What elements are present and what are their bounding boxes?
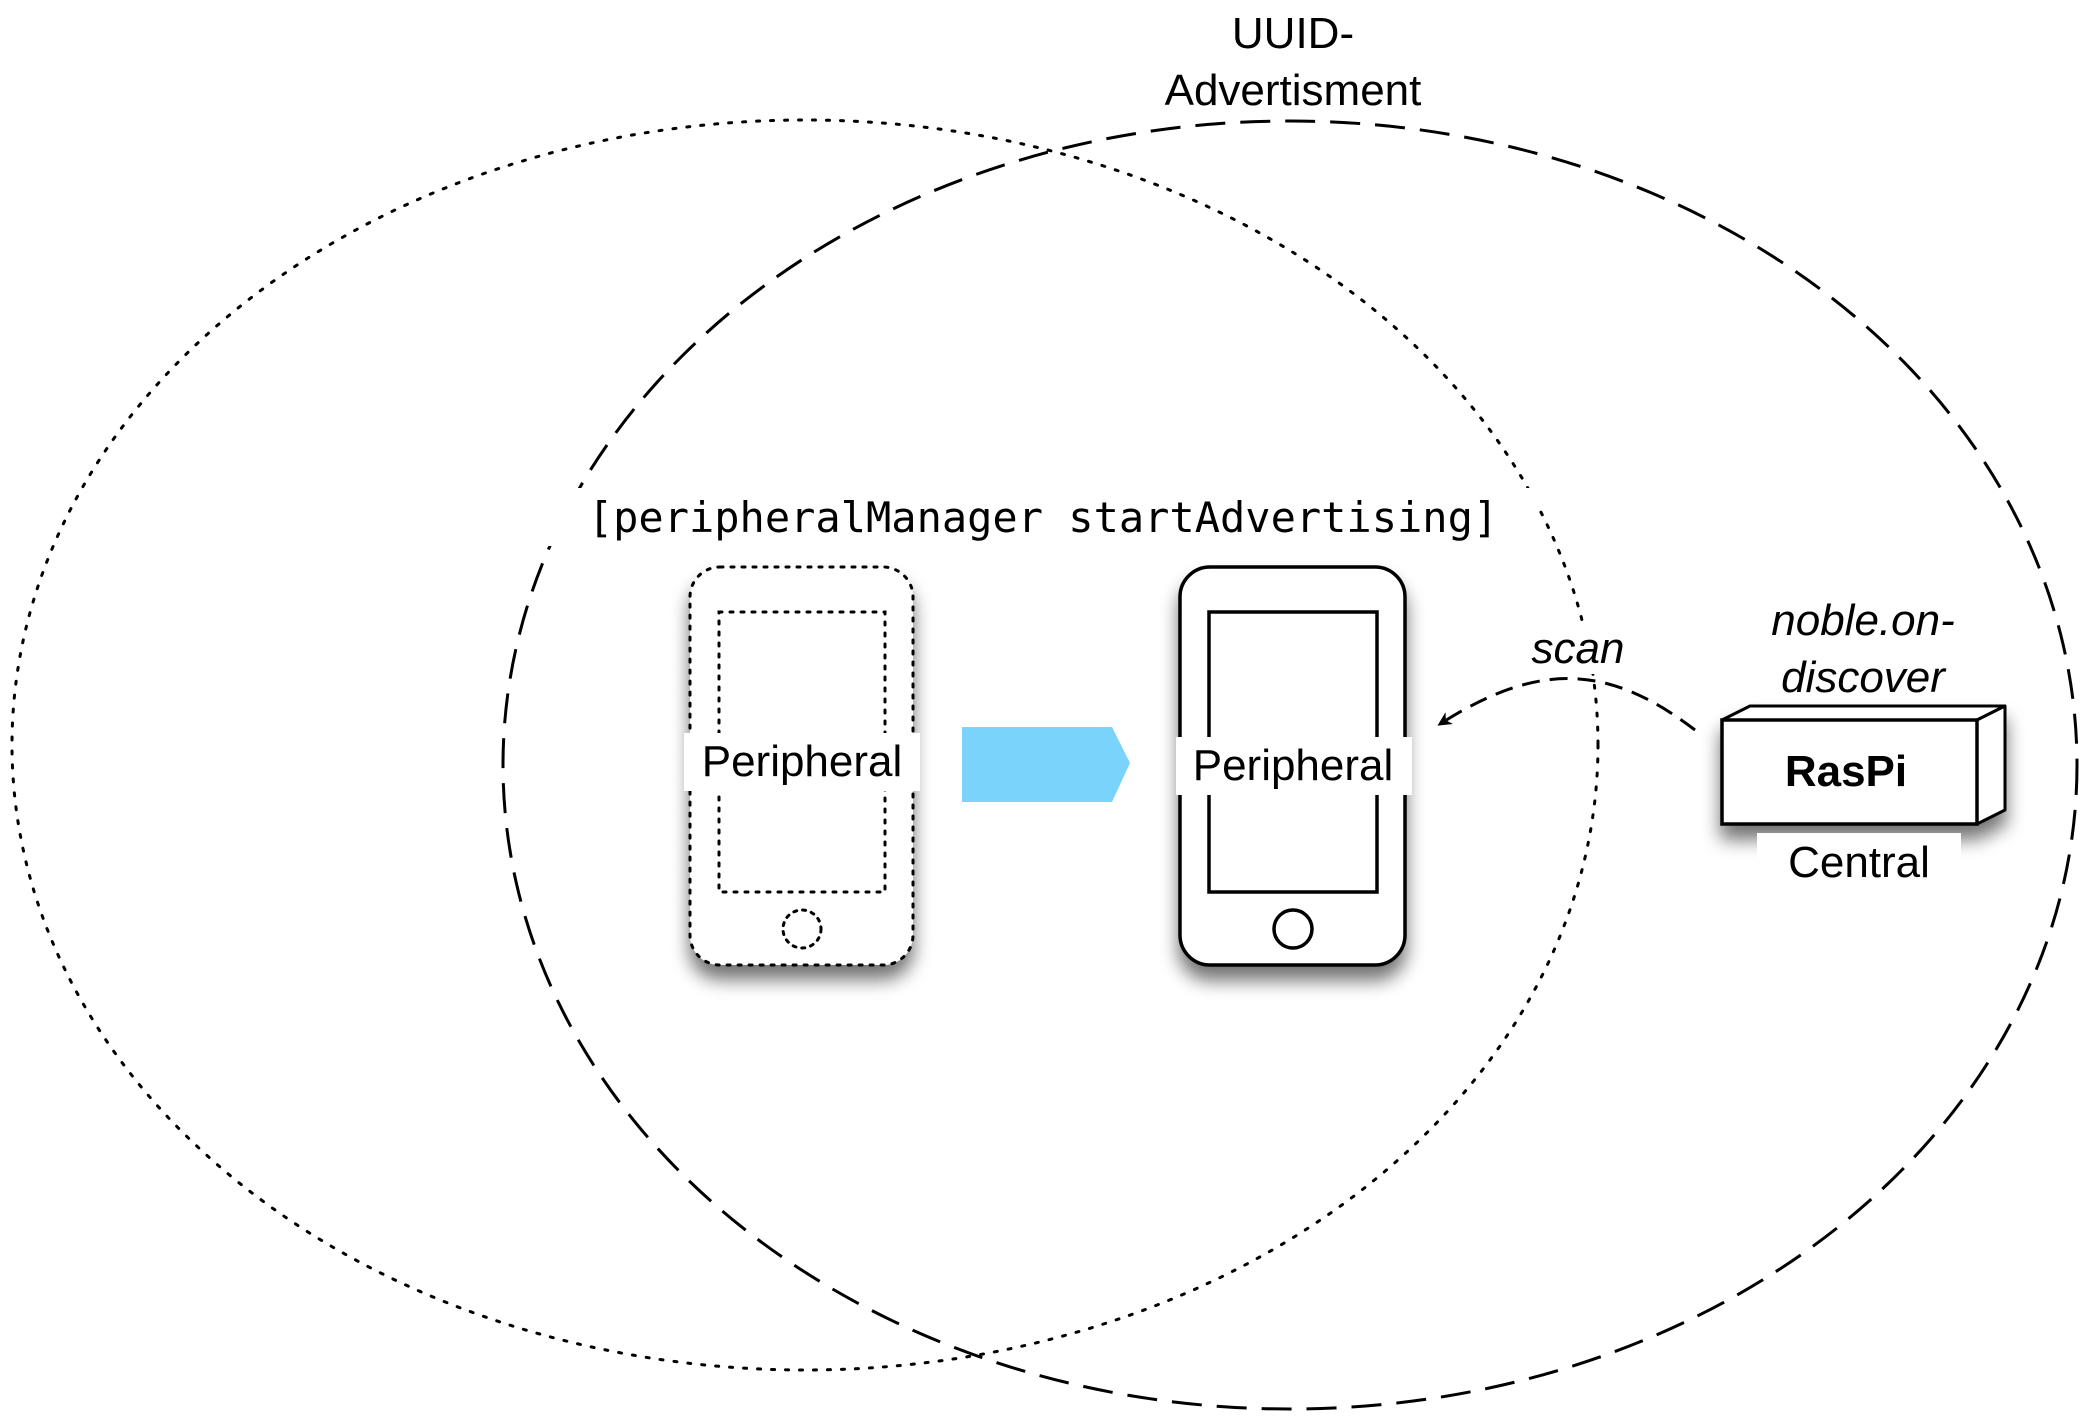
transition-arrow-icon [962,727,1130,802]
phone-active-label: Peripheral [1193,741,1394,790]
smartphone-home-button [1272,908,1314,950]
range-ellipse-dotted [10,118,1600,1372]
advertisement-label-line1: UUID- [1232,9,1354,58]
advertisement-ellipse-dashed [501,119,2079,1411]
central-label: Central [1788,838,1930,887]
raspi-box-icon [1720,704,2007,826]
phone-active-label-background [1176,737,1412,795]
scan-arrow-icon [1437,677,1696,732]
phone-inactive-label-background [684,733,920,791]
scan-label-background [1520,622,1640,674]
scan-label: scan [1532,624,1625,673]
phone-inactive-label: Peripheral [702,737,903,786]
central-label-background [1757,833,1961,891]
advertisement-label-line2: Advertisment [1165,66,1422,115]
smartphone-dotted-home-button [781,908,823,950]
raspi-event-line1: noble.on- [1771,596,1954,645]
raspi-label: RasPi [1785,747,1907,796]
code-label-background [548,488,1538,546]
raspi-event-line2: discover [1781,653,1947,702]
code-label: [peripheralManager startAdvertising] [588,493,1498,542]
